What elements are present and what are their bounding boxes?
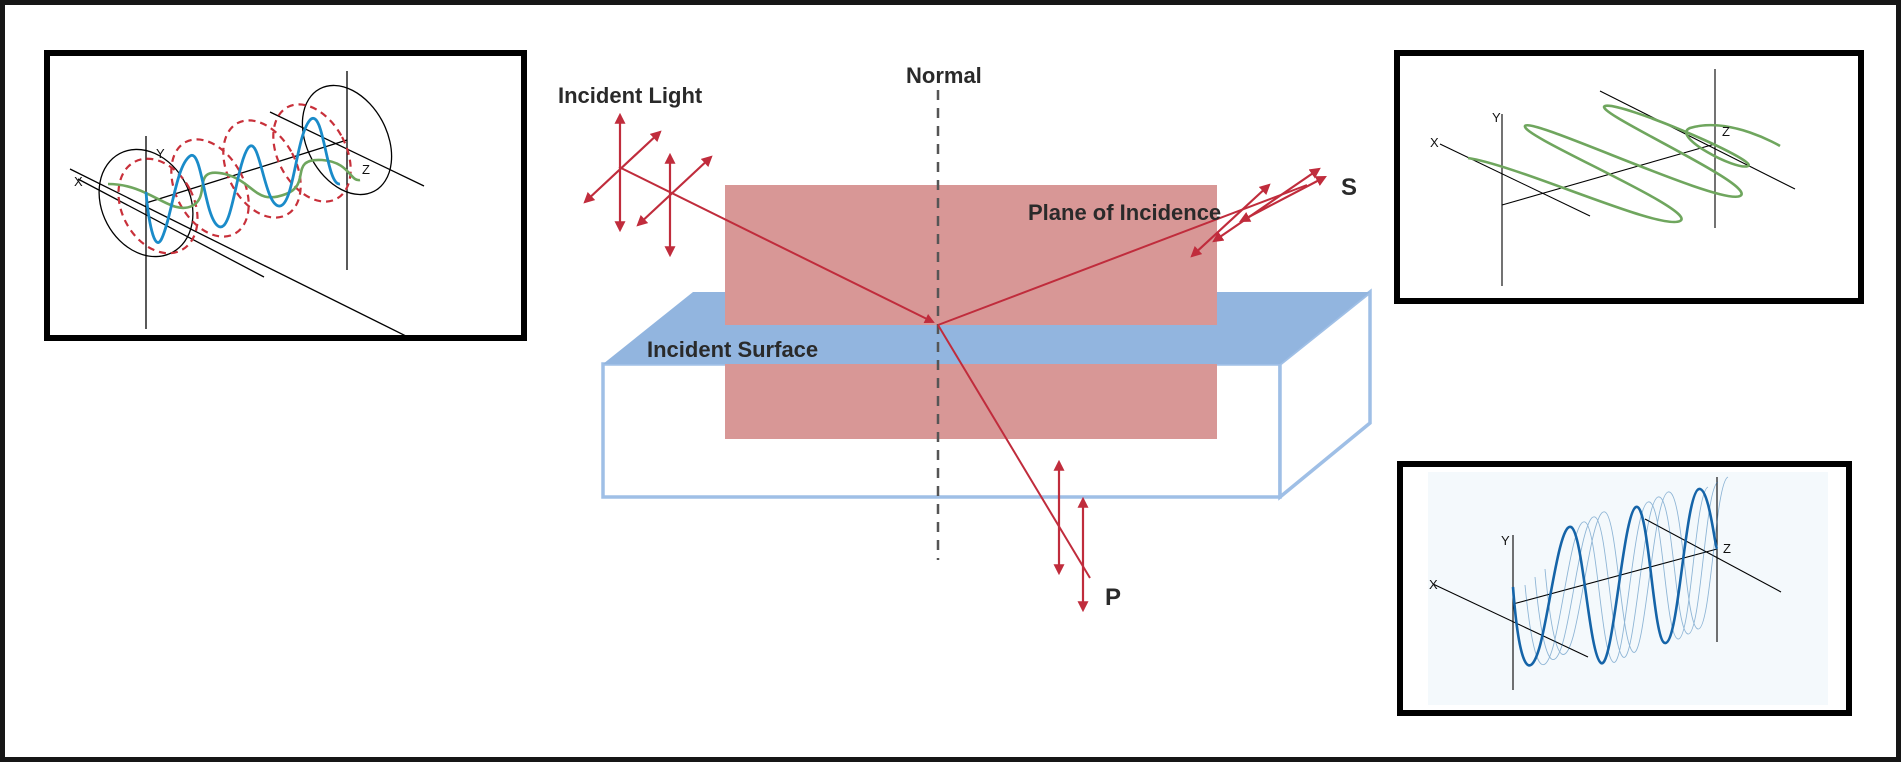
z-axis-label: Z bbox=[362, 162, 370, 177]
incident-surface-label: Incident Surface bbox=[647, 337, 818, 362]
s-polarization-label: S bbox=[1341, 174, 1357, 201]
circular-polarization-panel: X Y Z bbox=[44, 50, 527, 341]
p-polarization-label: P bbox=[1105, 584, 1121, 611]
z-axis-line bbox=[145, 139, 348, 204]
horizontal-wave bbox=[1467, 104, 1781, 224]
wave-afterimages bbox=[1524, 476, 1729, 666]
reflection-diagram: Incident Light Normal Plane of Incidence… bbox=[558, 63, 1372, 613]
z-axis-label: Z bbox=[1722, 124, 1730, 139]
vertical-polarization-panel: X Y Z bbox=[1397, 461, 1852, 716]
x-axis-label: X bbox=[74, 174, 83, 189]
x-axis-line bbox=[69, 168, 406, 335]
vertical-wave bbox=[1511, 487, 1719, 667]
plane-of-incidence-lower bbox=[725, 364, 1217, 439]
x-axis-line bbox=[1432, 583, 1589, 658]
x-axis-near-line bbox=[77, 178, 265, 278]
x-axis-label: X bbox=[1430, 135, 1439, 150]
vertical-wave bbox=[144, 116, 341, 244]
vertical-polarization-illustration: X Y Z bbox=[1428, 472, 1828, 705]
p-polarization-arrows bbox=[1053, 459, 1089, 613]
horizontal-polarization-panel: X Y Z bbox=[1394, 50, 1864, 304]
incident-polarization-arrows bbox=[583, 112, 713, 258]
circular-polarization-illustration: X Y Z bbox=[69, 71, 425, 335]
panel-background bbox=[1428, 472, 1828, 705]
y-axis-label: Y bbox=[156, 146, 165, 161]
x-axis-line bbox=[1439, 143, 1591, 217]
s-polarization-arrows bbox=[1190, 167, 1327, 258]
plane-of-incidence-label: Plane of Incidence bbox=[1028, 200, 1221, 225]
normal-label: Normal bbox=[906, 63, 982, 88]
plane-of-incidence-upper bbox=[725, 185, 1217, 325]
circular-envelope bbox=[117, 103, 352, 255]
horizontal-polarization-illustration: X Y Z bbox=[1430, 69, 1796, 286]
z-axis-label: Z bbox=[1723, 541, 1731, 556]
x-axis-label: X bbox=[1429, 577, 1438, 592]
x-axis-far-line bbox=[1644, 518, 1782, 593]
refracted-ray bbox=[937, 324, 1091, 579]
y-axis-label: Y bbox=[1501, 533, 1510, 548]
incident-light-label: Incident Light bbox=[558, 83, 703, 108]
y-axis-label: Y bbox=[1492, 110, 1501, 125]
end-circle bbox=[301, 84, 393, 196]
horizontal-wave bbox=[107, 158, 361, 210]
x-axis-far-line bbox=[1599, 90, 1796, 190]
